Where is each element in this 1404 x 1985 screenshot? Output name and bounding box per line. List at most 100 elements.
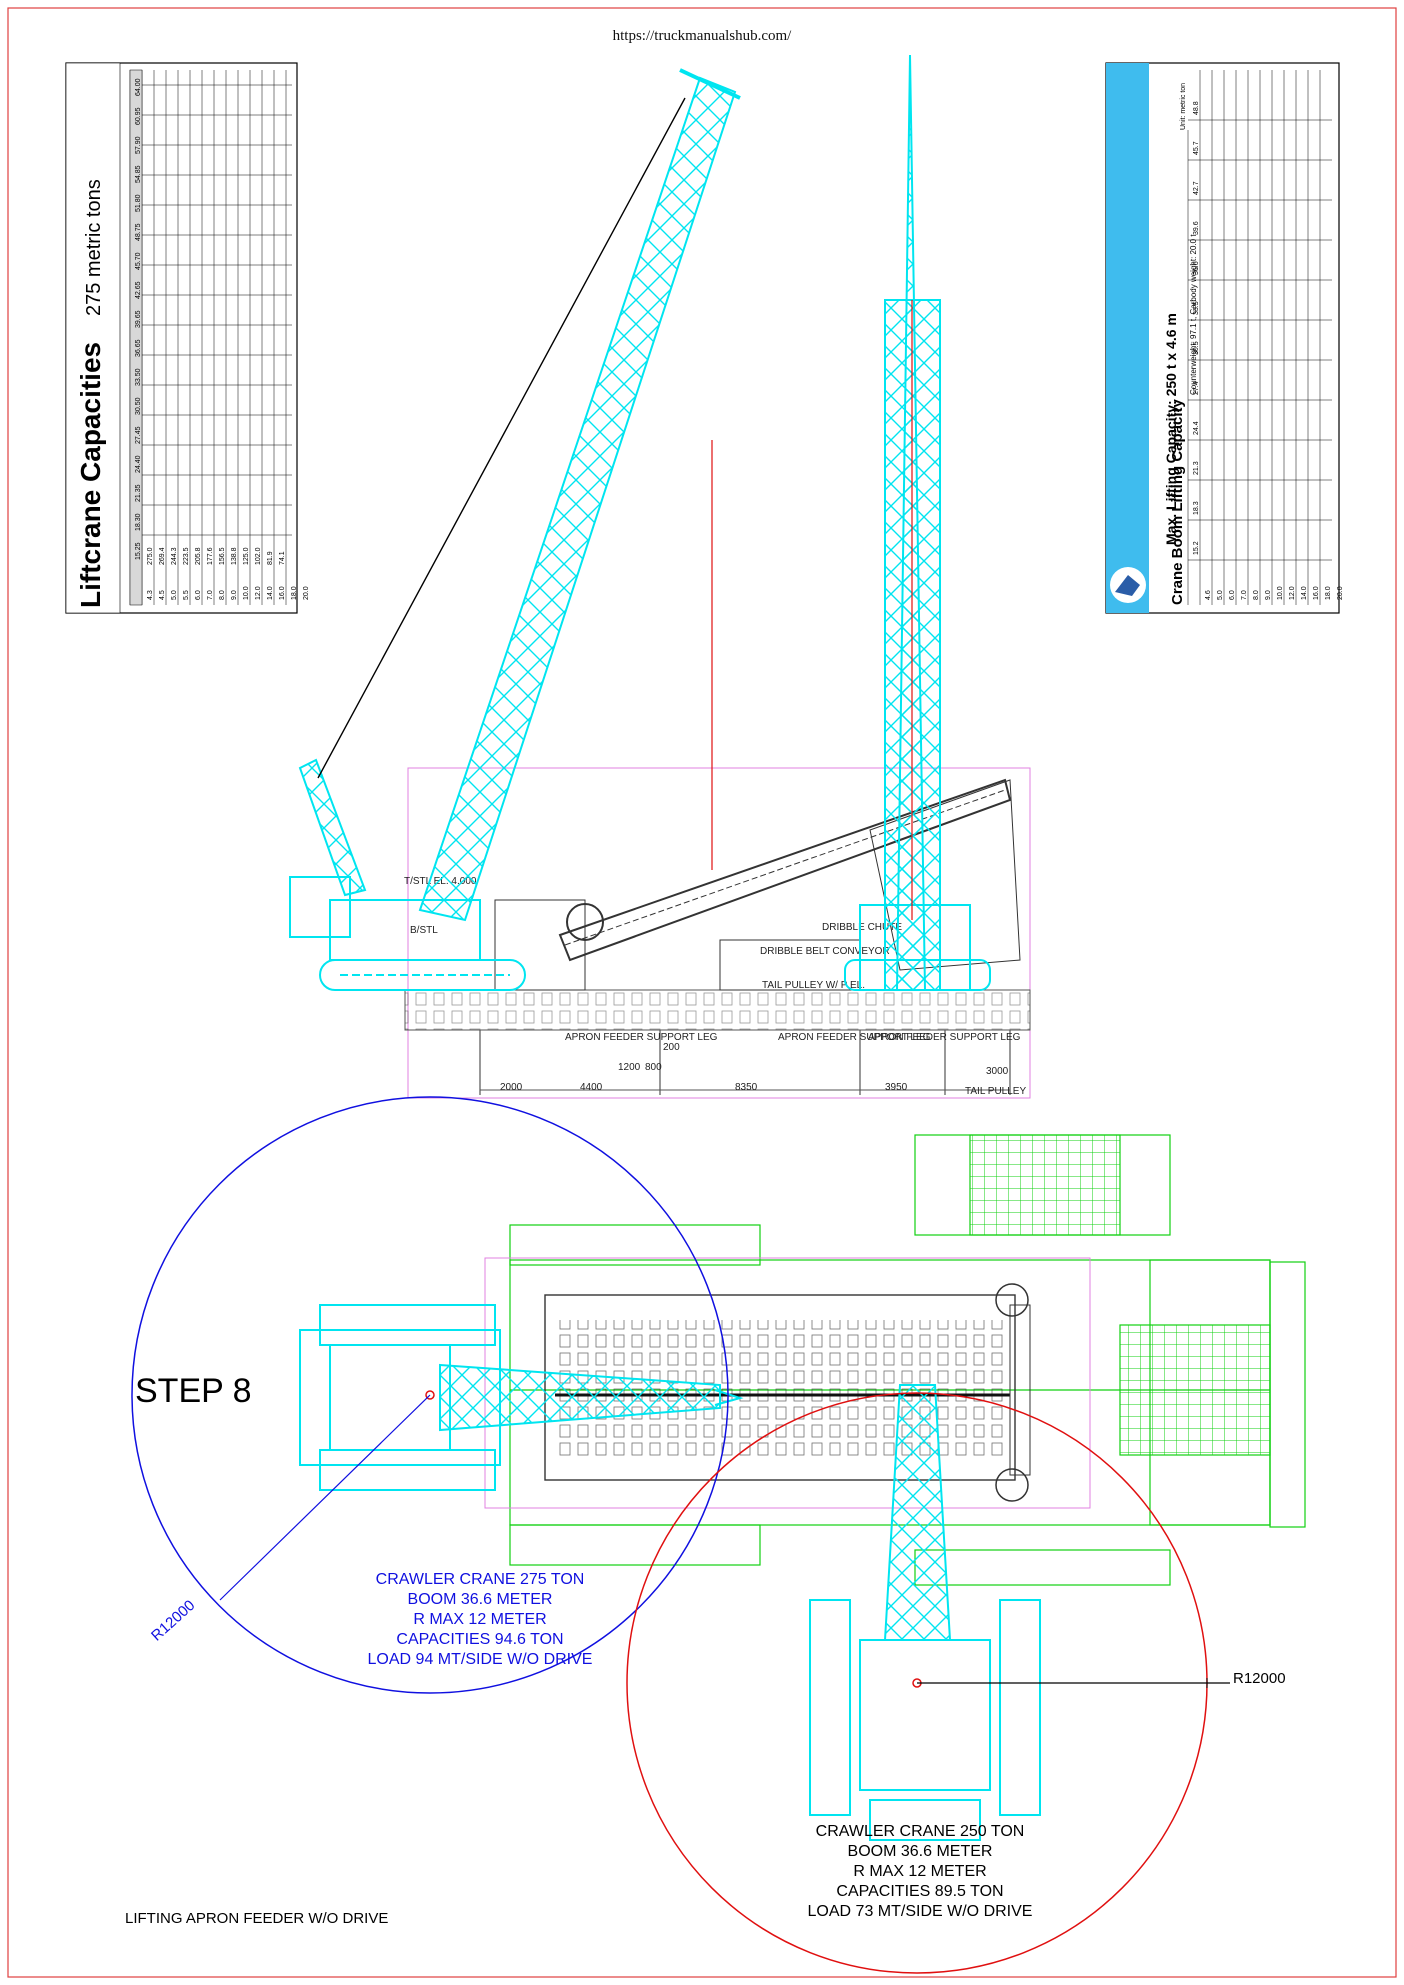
crane-250-elevation bbox=[844, 54, 991, 991]
boom-length-header: 15.25 bbox=[135, 542, 142, 560]
label-b-stl: B/STL bbox=[410, 925, 438, 936]
radius-cell: 20.0 bbox=[1337, 586, 1344, 600]
dim-7: 3950 bbox=[885, 1082, 908, 1093]
crane-250-line: LOAD 73 MT/SIDE W/O DRIVE bbox=[807, 1903, 1033, 1920]
boom-length-header: 30.50 bbox=[135, 397, 142, 415]
boom-length-header: 15.2 bbox=[1193, 541, 1200, 555]
drawing-caption: LIFTING APRON FEEDER W/O DRIVE bbox=[125, 1910, 389, 1927]
radius-cell: 12.0 bbox=[255, 586, 262, 600]
crane-250-notes: CRAWLER CRANE 250 TON BOOM 36.6 METER R … bbox=[770, 1822, 1070, 1922]
left-table-subtitle: 275 metric tons bbox=[83, 179, 105, 316]
boom-length-header: 27.45 bbox=[135, 426, 142, 444]
boom-length-header: 21.35 bbox=[135, 484, 142, 502]
elevation-view: T/STL EL. 4.000 B/STL DRIBBLE BELT CONVE… bbox=[289, 54, 1031, 1099]
radius-cell: 4.5 bbox=[159, 590, 166, 600]
source-url: https://truckmanualshub.com/ bbox=[612, 28, 792, 44]
reach-circle-275 bbox=[131, 1096, 729, 1694]
boom-length-header: 24.4 bbox=[1193, 421, 1200, 435]
capacity-cell: 177.6 bbox=[207, 547, 214, 565]
crane-250-line: CAPACITIES 89.5 TON bbox=[836, 1883, 1004, 1900]
boom-length-header: 48.75 bbox=[135, 223, 142, 241]
radius-cell: 10.0 bbox=[1277, 586, 1284, 600]
crane-275-plan bbox=[299, 1304, 744, 1491]
crane-250-line: CRAWLER CRANE 250 TON bbox=[815, 1823, 1025, 1840]
radius-cell: 7.0 bbox=[207, 590, 214, 600]
capacity-cell: 81.9 bbox=[267, 551, 274, 565]
crane-250-line: BOOM 36.6 METER bbox=[847, 1843, 993, 1860]
radius-cell: 5.0 bbox=[171, 590, 178, 600]
step-label: STEP 8 bbox=[135, 1372, 252, 1410]
radius-cell: 4.3 bbox=[147, 590, 154, 600]
dim-5: 200 bbox=[663, 1042, 680, 1053]
boom-length-header: 33.5 bbox=[1193, 301, 1200, 315]
radius-cell: 5.5 bbox=[183, 590, 190, 600]
radius-cell: 5.0 bbox=[1217, 590, 1224, 600]
boom-length-header: 18.3 bbox=[1193, 501, 1200, 515]
capacity-cell: 205.8 bbox=[195, 547, 202, 565]
right-table-counterweight: Counterweight: 97.1 t, Carbody weight: 2… bbox=[1189, 234, 1198, 395]
boom-length-header: 51.80 bbox=[135, 194, 142, 212]
dim-1: 2000 bbox=[500, 1082, 523, 1093]
radius-cell: 12.0 bbox=[1289, 586, 1296, 600]
radius-cell: 18.0 bbox=[291, 586, 298, 600]
label-apron-3: APRON FEEDER SUPPORT LEG bbox=[868, 1032, 1021, 1043]
dim-8: 3000 bbox=[986, 1066, 1009, 1077]
right-table-title: Max. Lifting Capacity: 250 t x 4.6 m bbox=[1163, 313, 1179, 545]
capacity-cell: 156.5 bbox=[219, 547, 226, 565]
crane-275-elevation bbox=[289, 68, 741, 991]
radius-cell: 6.0 bbox=[1229, 590, 1236, 600]
boom-length-header: 36.6 bbox=[1193, 261, 1200, 275]
boom-length-header: 42.65 bbox=[135, 281, 142, 299]
dim-2: 4400 bbox=[580, 1082, 603, 1093]
capacity-cell: 125.0 bbox=[243, 547, 250, 565]
right-table-unit: Unit: metric ton bbox=[1180, 83, 1187, 130]
boom-length-header: 54.85 bbox=[135, 165, 142, 183]
crane-275-line: R MAX 12 METER bbox=[413, 1611, 547, 1628]
capacity-cell: 275.0 bbox=[147, 547, 154, 565]
radius-cell: 14.0 bbox=[1301, 586, 1308, 600]
dim-3: 1200 bbox=[618, 1062, 641, 1073]
boom-length-header: 36.65 bbox=[135, 339, 142, 357]
dim-4: 800 bbox=[645, 1062, 662, 1073]
liftcrane-capacity-table: Liftcrane Capacities 275 metric tons 15.… bbox=[65, 62, 310, 614]
capacity-cell: 244.3 bbox=[171, 547, 178, 565]
boom-length-header: 30.5 bbox=[1193, 341, 1200, 355]
boom-length-header: 45.7 bbox=[1193, 141, 1200, 155]
boom-length-header: 27.4 bbox=[1193, 381, 1200, 395]
label-tail-pulley: TAIL PULLEY W/ P EL. bbox=[762, 980, 865, 991]
dim-6: 8350 bbox=[735, 1082, 758, 1093]
label-dribble: DRIBBLE BELT CONVEYOR bbox=[760, 946, 890, 957]
plan-view bbox=[131, 1096, 1306, 1974]
boom-length-header: 48.8 bbox=[1193, 101, 1200, 115]
radius-cell: 9.0 bbox=[231, 590, 238, 600]
crane-275-line: CRAWLER CRANE 275 TON bbox=[375, 1571, 585, 1588]
radius-cell: 9.0 bbox=[1265, 590, 1272, 600]
crane-275-line: CAPACITIES 94.6 TON bbox=[396, 1631, 564, 1648]
label-apron-2: APRON FEEDER SUPPORT LEG bbox=[778, 1032, 931, 1043]
capacity-cell: 223.5 bbox=[183, 547, 190, 565]
crane-250-plan bbox=[809, 1384, 1041, 1841]
radius-cell: 8.0 bbox=[219, 590, 226, 600]
radius-cell: 20.0 bbox=[303, 586, 310, 600]
capacity-cell: 138.8 bbox=[231, 547, 238, 565]
label-apron-1: APRON FEEDER SUPPORT LEG bbox=[565, 1032, 718, 1043]
right-table-subtitle: Crane Boom Lifting Capacity bbox=[1169, 398, 1186, 605]
crane-275-line: LOAD 94 MT/SIDE W/O DRIVE bbox=[367, 1651, 593, 1668]
capacity-cell: 269.4 bbox=[159, 547, 166, 565]
boom-length-header: 57.90 bbox=[135, 136, 142, 154]
boom-length-header: 39.6 bbox=[1193, 221, 1200, 235]
crane-250-line: R MAX 12 METER bbox=[853, 1863, 987, 1880]
capacity-cell: 102.0 bbox=[255, 547, 262, 565]
boom-length-header: 45.70 bbox=[135, 252, 142, 270]
radius-cell: 8.0 bbox=[1253, 590, 1260, 600]
left-table-title: Liftcrane Capacities bbox=[75, 342, 106, 608]
sheet-border bbox=[7, 7, 1397, 1978]
boom-length-header: 33.50 bbox=[135, 368, 142, 386]
label-dribble-chute: DRIBBLE CHUTE bbox=[822, 922, 902, 933]
crane-275-notes: CRAWLER CRANE 275 TON BOOM 36.6 METER R … bbox=[300, 1570, 660, 1670]
radius-cell: 16.0 bbox=[279, 586, 286, 600]
radius-cell: 18.0 bbox=[1325, 586, 1332, 600]
radius-cell: 4.6 bbox=[1205, 590, 1212, 600]
radius-cell: 10.0 bbox=[243, 586, 250, 600]
